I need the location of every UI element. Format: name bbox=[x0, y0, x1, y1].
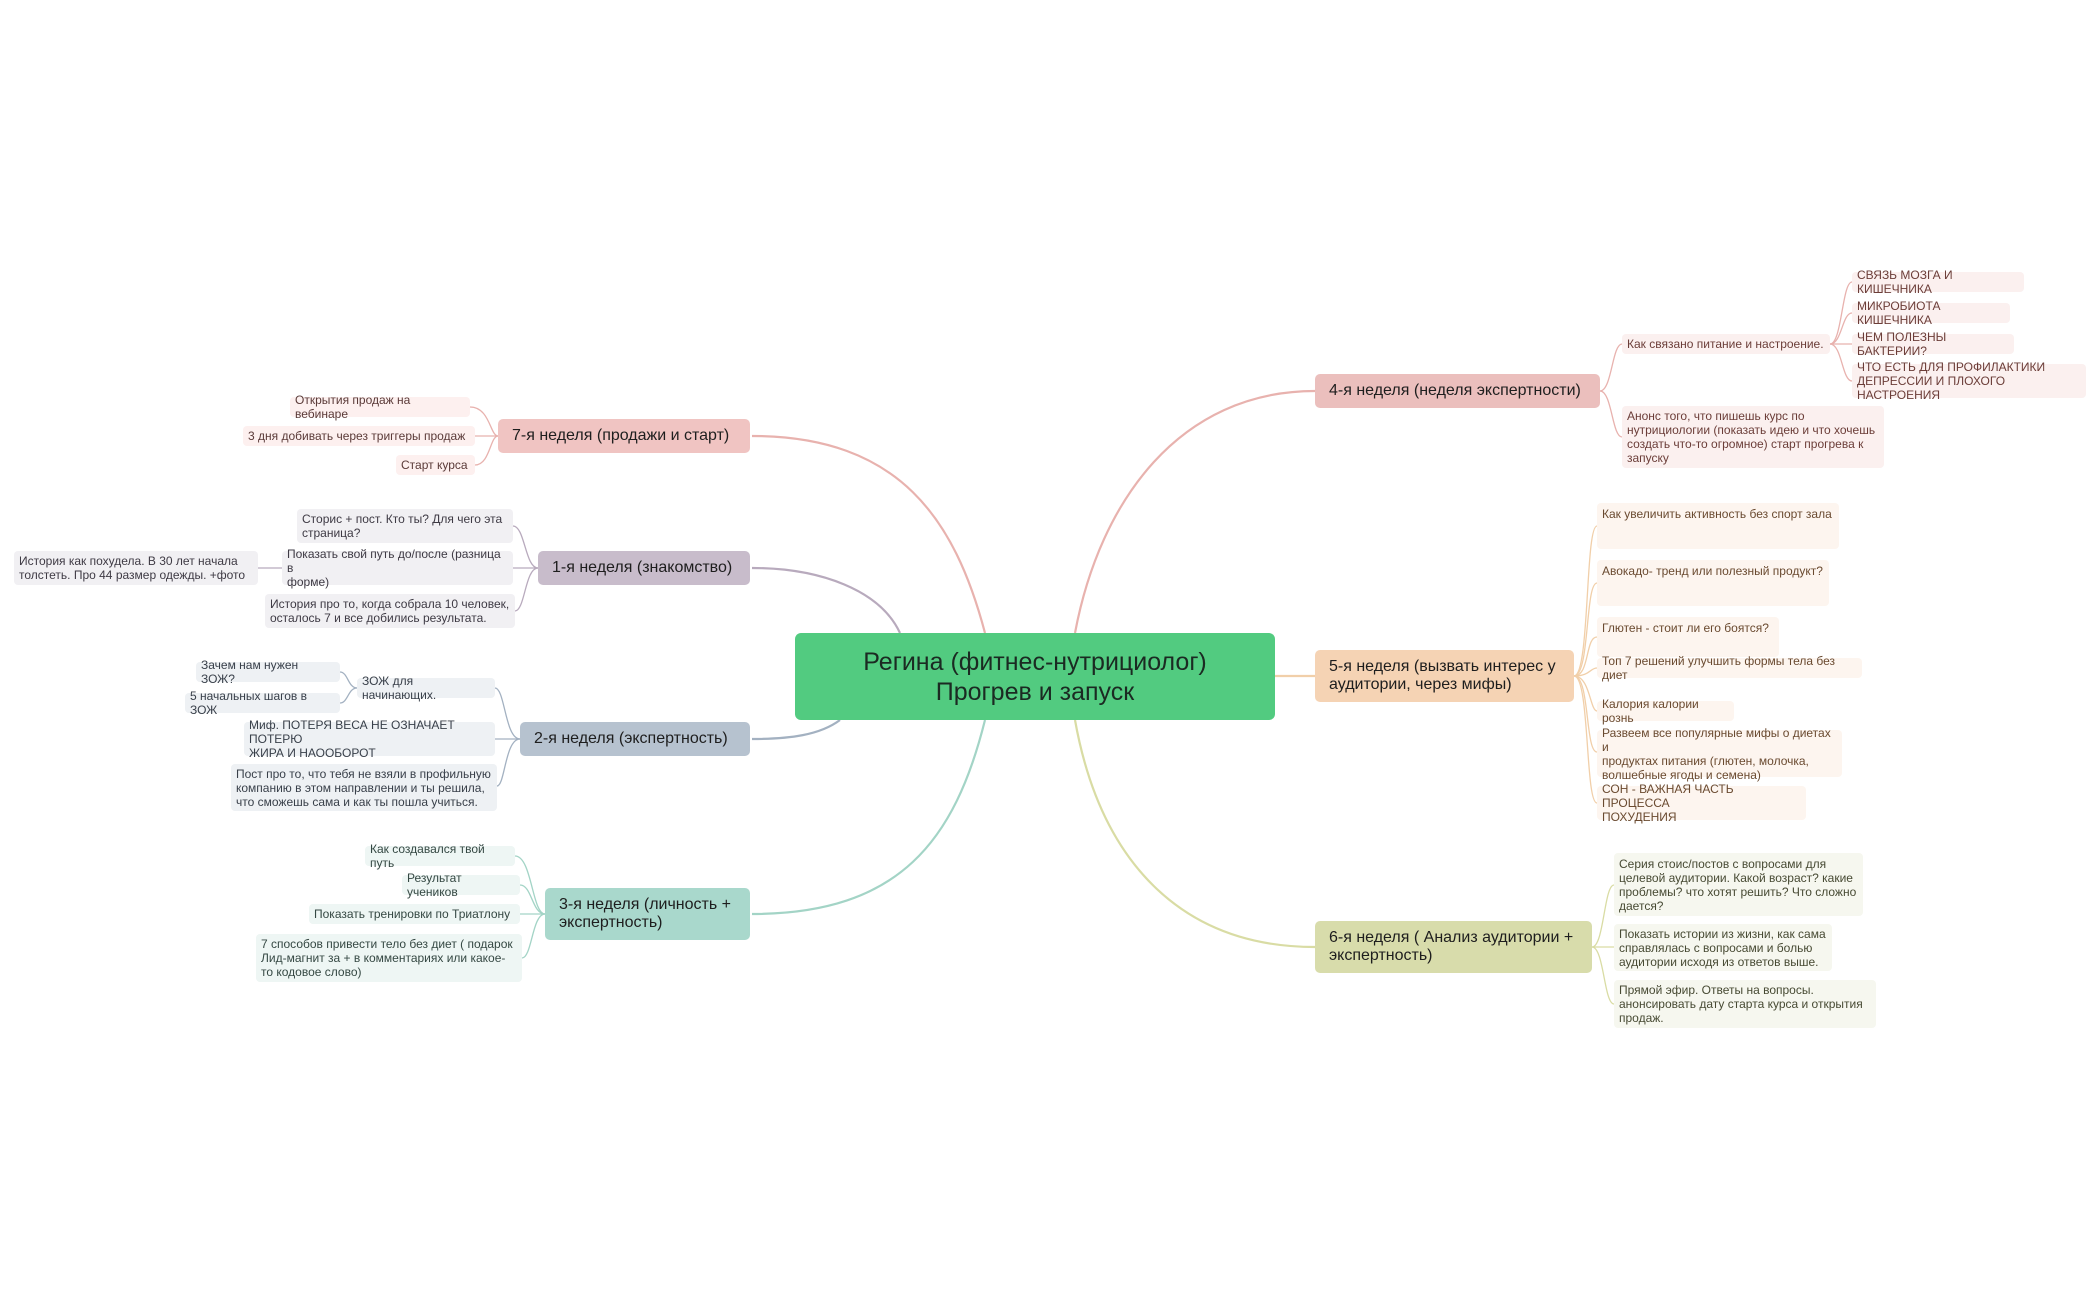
link-w4-s3 bbox=[1829, 343, 1853, 382]
link-w3-3 bbox=[521, 913, 546, 959]
link-w3-0 bbox=[514, 855, 546, 915]
leaf-w4-1-sub-3[interactable]: ЧЕМ ПОЛЕЗНЫ БАКТЕРИИ? bbox=[1852, 330, 2014, 358]
link-root-w4 bbox=[1073, 389, 1316, 634]
leaf-w2-1-sub-2[interactable]: 5 начальных шагов в ЗОЖ bbox=[185, 689, 340, 717]
topic-week-2[interactable]: 2-я неделя (экспертность) bbox=[520, 722, 750, 756]
leaf-w1-1[interactable]: Сторис + пост. Кто ты? Для чего эта стра… bbox=[297, 509, 513, 543]
leaf-w3-4[interactable]: 7 способов привести тело без диет ( пода… bbox=[256, 934, 522, 982]
link-w5-1 bbox=[1573, 582, 1598, 677]
leaf-w4-1-sub-2[interactable]: МИКРОБИОТА КИШЕЧНИКА bbox=[1852, 299, 2010, 327]
link-w4-s0 bbox=[1829, 281, 1853, 345]
leaf-w6-2[interactable]: Показать истории из жизни, как сама спра… bbox=[1614, 924, 1832, 971]
link-w2-s1 bbox=[339, 687, 358, 704]
leaf-w7-2[interactable]: 3 дня добивать через триггеры продаж bbox=[243, 426, 475, 446]
link-root-w1 bbox=[751, 566, 901, 634]
link-w7-2 bbox=[474, 435, 499, 466]
link-root-w6 bbox=[1073, 719, 1316, 949]
link-w1-0 bbox=[512, 525, 539, 569]
leaf-w1-1-detail[interactable]: История как похудела. В 30 лет начала то… bbox=[14, 551, 258, 585]
leaf-w4-2[interactable]: Анонс того, что пишешь курс по нутрициол… bbox=[1622, 406, 1884, 468]
link-w6-0 bbox=[1591, 884, 1615, 948]
leaf-w4-1[interactable]: Как связано питание и настроение. bbox=[1622, 334, 1830, 354]
leaf-w3-1[interactable]: Как создавался твой путь bbox=[365, 842, 515, 870]
leaf-w2-1-sub-1[interactable]: Зачем нам нужен ЗОЖ? bbox=[196, 658, 340, 686]
link-root-w3 bbox=[751, 719, 987, 916]
link-w7-0 bbox=[469, 406, 499, 437]
link-w4-1 bbox=[1599, 390, 1623, 438]
root-topic[interactable]: Регина (фитнес-нутрициолог) Прогрев и за… bbox=[795, 633, 1275, 720]
link-w5-5 bbox=[1573, 675, 1598, 753]
link-w1-2 bbox=[514, 567, 539, 612]
topic-week-6[interactable]: 6-я неделя ( Анализ аудитории + экспертн… bbox=[1315, 921, 1592, 973]
link-w2-2 bbox=[496, 738, 521, 787]
topic-week-3[interactable]: 3-я неделя (личность + экспертность) bbox=[545, 888, 750, 940]
link-w3-1 bbox=[519, 884, 546, 915]
leaf-w4-1-sub-4[interactable]: ЧТО ЕСТЬ ДЛЯ ПРОФИЛАКТИКИ ДЕПРЕССИИ И ПЛ… bbox=[1852, 360, 2086, 402]
link-w6-2 bbox=[1591, 946, 1615, 1005]
leaf-w7-1[interactable]: Открытия продаж на вебинаре bbox=[290, 393, 470, 421]
topic-week-7[interactable]: 7-я неделя (продажи и старт) bbox=[498, 419, 750, 453]
leaf-w6-1[interactable]: Серия стоис/постов с вопросами для целев… bbox=[1614, 853, 1863, 916]
link-w5-3 bbox=[1573, 667, 1598, 677]
leaf-w4-1-sub-1[interactable]: СВЯЗЬ МОЗГА И КИШЕЧНИКА bbox=[1852, 268, 2024, 296]
leaf-w2-1[interactable]: ЗОЖ для начинающих. bbox=[357, 674, 495, 702]
leaf-w3-2[interactable]: Результат учеников bbox=[402, 871, 520, 899]
leaf-w5-5[interactable]: Калория калории рознь bbox=[1597, 697, 1734, 725]
leaf-w5-2[interactable]: Авокадо- тренд или полезный продукт? bbox=[1597, 560, 1829, 606]
leaf-w2-3[interactable]: Пост про то, что тебя не взяли в профиль… bbox=[231, 764, 497, 811]
link-w4-0 bbox=[1599, 343, 1623, 392]
leaf-w5-7[interactable]: СОН - ВАЖНАЯ ЧАСТЬ ПРОЦЕССА ПОХУДЕНИЯ bbox=[1597, 782, 1806, 824]
leaf-w6-3[interactable]: Прямой эфир. Ответы на вопросы. анонсиро… bbox=[1614, 980, 1876, 1028]
leaf-w2-2[interactable]: Миф. ПОТЕРЯ ВЕСА НЕ ОЗНАЧАЕТ ПОТЕРЮ ЖИРА… bbox=[244, 718, 495, 760]
leaf-w5-4[interactable]: Топ 7 решений улучшить формы тела без ди… bbox=[1597, 654, 1862, 682]
topic-week-5[interactable]: 5-я неделя (вызвать интерес у аудитории,… bbox=[1315, 650, 1574, 702]
leaf-w1-2[interactable]: Показать свой путь до/после (разница в ф… bbox=[282, 547, 513, 589]
link-w5-2 bbox=[1573, 636, 1598, 677]
link-w2-s0 bbox=[339, 671, 358, 689]
link-root-w7 bbox=[751, 434, 987, 634]
leaf-w1-3[interactable]: История про то, когда собрала 10 человек… bbox=[265, 594, 515, 628]
leaf-w5-3[interactable]: Глютен - стоит ли его боятся? bbox=[1597, 617, 1779, 657]
link-w4-s1 bbox=[1829, 312, 1853, 345]
link-w5-6 bbox=[1573, 675, 1598, 804]
link-w2-0 bbox=[494, 687, 521, 740]
topic-week-4[interactable]: 4-я неделя (неделя экспертности) bbox=[1315, 374, 1600, 408]
leaf-w3-3[interactable]: Показать тренировки по Триатлону bbox=[309, 904, 520, 924]
leaf-w5-6[interactable]: Развеем все популярные мифы о диетах и п… bbox=[1597, 726, 1842, 782]
leaf-w7-3[interactable]: Старт курса bbox=[396, 455, 475, 475]
topic-week-1[interactable]: 1-я неделя (знакомство) bbox=[538, 551, 750, 585]
leaf-w5-1[interactable]: Как увеличить активность без спорт зала bbox=[1597, 503, 1839, 549]
link-root-w2 bbox=[751, 719, 841, 741]
link-w5-0 bbox=[1573, 525, 1598, 677]
